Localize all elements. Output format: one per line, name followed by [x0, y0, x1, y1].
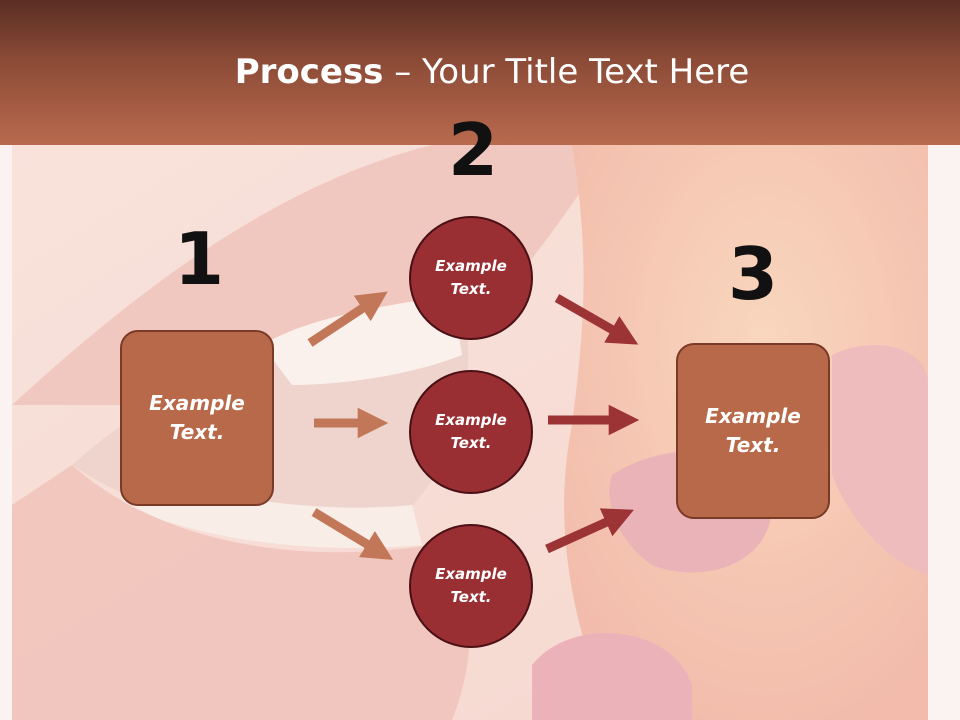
circle-bottom-line1: Example [435, 565, 507, 583]
process-circle-top: Example Text. [409, 216, 533, 340]
title-bold: Process [234, 52, 384, 92]
left-box-line1: Example [149, 391, 245, 415]
circle-top-line2: Text. [450, 280, 492, 298]
right-box-line2: Text. [725, 433, 781, 457]
right-process-box: Example Text. [676, 343, 830, 519]
left-process-box: Example Text. [120, 330, 274, 506]
circle-middle-line2: Text. [450, 434, 492, 452]
step-number-2: 2 [447, 108, 499, 192]
step-number-3: 3 [727, 232, 779, 316]
step-number-1: 1 [173, 217, 225, 301]
process-circle-bottom: Example Text. [409, 524, 533, 648]
left-box-line2: Text. [169, 420, 225, 444]
circle-middle-line1: Example [435, 411, 507, 429]
title-rest: – Your Title Text Here [383, 52, 750, 92]
slide-title: Process – Your Title Text Here [0, 52, 960, 92]
circle-bottom-line2: Text. [450, 588, 492, 606]
process-circle-middle: Example Text. [409, 370, 533, 494]
circle-top-line1: Example [435, 257, 507, 275]
right-box-line1: Example [705, 404, 801, 428]
title-bar [0, 0, 960, 145]
